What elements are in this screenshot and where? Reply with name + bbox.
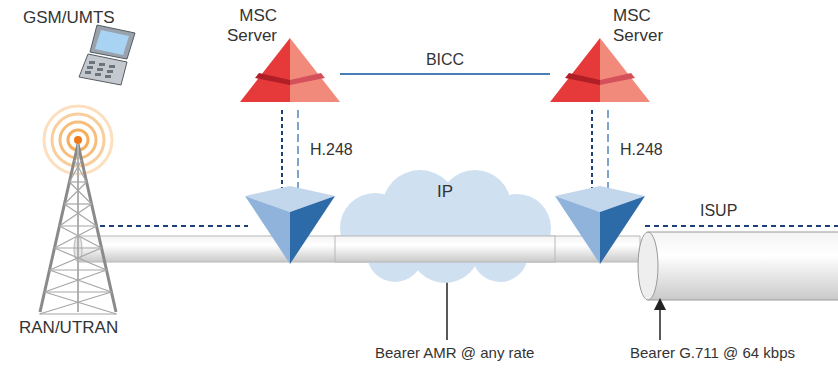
radio-tower xyxy=(40,106,117,314)
node-label: MSC Server xyxy=(613,6,688,46)
bearer-pipe xyxy=(78,236,640,262)
tower-shape xyxy=(15,100,145,345)
signalling-link xyxy=(340,73,550,75)
phone-node: GSM/UMTS xyxy=(15,5,140,87)
h248-line xyxy=(591,110,593,200)
bearer-label: Bearer G.711 @ 64 kbps xyxy=(630,343,795,362)
node-label: IP xyxy=(335,182,555,202)
msc-server-pyramid xyxy=(550,38,650,102)
media-gateway xyxy=(245,186,335,264)
msc-shape xyxy=(215,6,340,110)
h248-line xyxy=(607,110,609,200)
signalling-line xyxy=(100,225,248,227)
node-label: GSM/UMTS xyxy=(23,8,133,28)
phone-icon xyxy=(79,25,135,85)
protocol-label: H.248 xyxy=(310,140,353,159)
edge-label: BICC xyxy=(423,50,467,69)
leader-arrow xyxy=(659,304,661,340)
node-label: MSC Server xyxy=(215,6,277,46)
h248-line xyxy=(281,110,283,200)
bearer-label: Bearer AMR @ any rate xyxy=(375,343,534,362)
media-gateway xyxy=(555,186,645,264)
msc-node: MSC Server xyxy=(215,6,340,110)
msc-server-pyramid xyxy=(240,38,340,102)
protocol-label: H.248 xyxy=(620,140,663,159)
h248-line xyxy=(297,110,299,200)
pstn-pipe xyxy=(648,232,838,300)
signalling-line xyxy=(645,225,838,227)
cloud-node: IP xyxy=(335,168,555,283)
node-label: RAN/UTRAN xyxy=(19,318,141,338)
tower-node: RAN/UTRAN xyxy=(15,100,145,345)
bearer-pipe xyxy=(335,236,555,262)
msc-node: MSC Server xyxy=(550,6,700,110)
protocol-label: ISUP xyxy=(700,201,737,220)
pipe-end xyxy=(638,232,658,300)
